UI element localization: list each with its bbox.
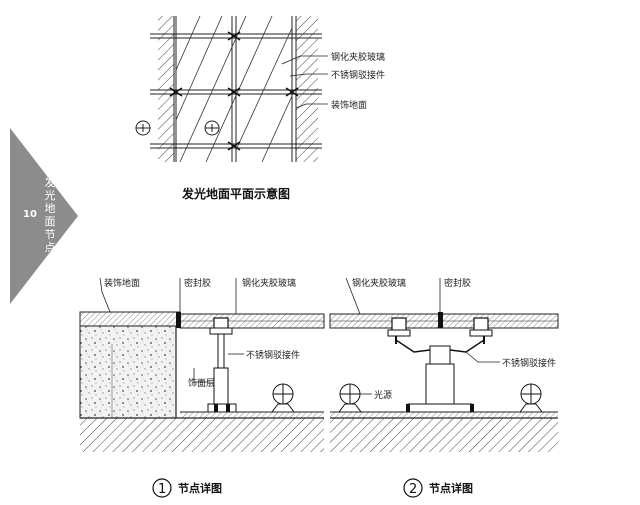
plan-right-wall [296,16,318,162]
detail-2-lamp-left [338,383,362,413]
plan-section-marker-1 [135,120,151,136]
detail-2-leaders [345,277,500,395]
plan-connectors [169,31,299,151]
side-tab [10,128,78,304]
detail-2-connector [387,317,493,413]
detail-2-label-glass: 钢化夹胶玻璃 [352,277,406,289]
detail-2-number: 2 [409,482,417,497]
detail-1-connector [207,317,237,413]
plan-label-connector: 不锈钢驳接件 [331,69,385,81]
side-tab-char: 发 [44,176,56,189]
side-tab-triangle [10,128,78,304]
detail-2-caption-text: 节点详图 [429,481,473,495]
detail-2-caption: 2 节点详图 [403,478,473,498]
side-tab-number: 10 [23,209,37,220]
detail-1: 装饰地面 密封胶 钢化夹胶玻璃 不锈钢驳接件 饰面层 1 节点详图 [79,277,325,498]
side-tab-char: 点 [44,241,56,254]
side-tab-char: 节 [44,228,56,241]
detail-2-lamp-right [519,383,543,413]
side-tab-char: 地 [44,202,56,215]
detail-1-label-finish: 饰面层 [188,377,215,389]
plan-label-glass: 钢化夹胶玻璃 [331,51,385,63]
plan-label-floor: 装饰地面 [331,99,367,111]
detail-2-label-sealant: 密封胶 [444,277,471,289]
detail-1-label-glass: 钢化夹胶玻璃 [242,277,296,289]
side-tab-title: 发 光 地 面 节 点 [40,176,60,254]
plan-view: 钢化夹胶玻璃 不锈钢驳接件 装饰地面 发光地面平面示意图 [135,15,385,201]
plan-left-wall [158,16,174,162]
plan-section-marker-2 [204,120,220,136]
plan-leaders [281,55,328,109]
detail-2: 钢化夹胶玻璃 密封胶 不锈钢驳接件 光源 2 节点详图 [329,277,559,498]
detail-1-leaders [99,277,244,383]
detail-1-caption: 1 节点详图 [152,478,222,498]
detail-1-concrete [79,325,177,419]
detail-2-label-connector: 不锈钢驳接件 [502,357,556,369]
detail-1-label-sealant: 密封胶 [184,277,211,289]
plan-glass-diagonals [175,15,293,163]
detail-2-label-light: 光源 [374,389,392,401]
side-tab-char: 面 [44,215,56,228]
detail-1-number: 1 [158,482,166,497]
detail-1-caption-text: 节点详图 [178,481,222,495]
detail-1-label-floor: 装饰地面 [104,277,140,289]
side-tab-char: 光 [44,189,56,202]
detail-1-label-connector: 不锈钢驳接件 [246,349,300,361]
detail-1-lamp [271,383,295,413]
plan-title: 发光地面平面示意图 [181,186,290,201]
